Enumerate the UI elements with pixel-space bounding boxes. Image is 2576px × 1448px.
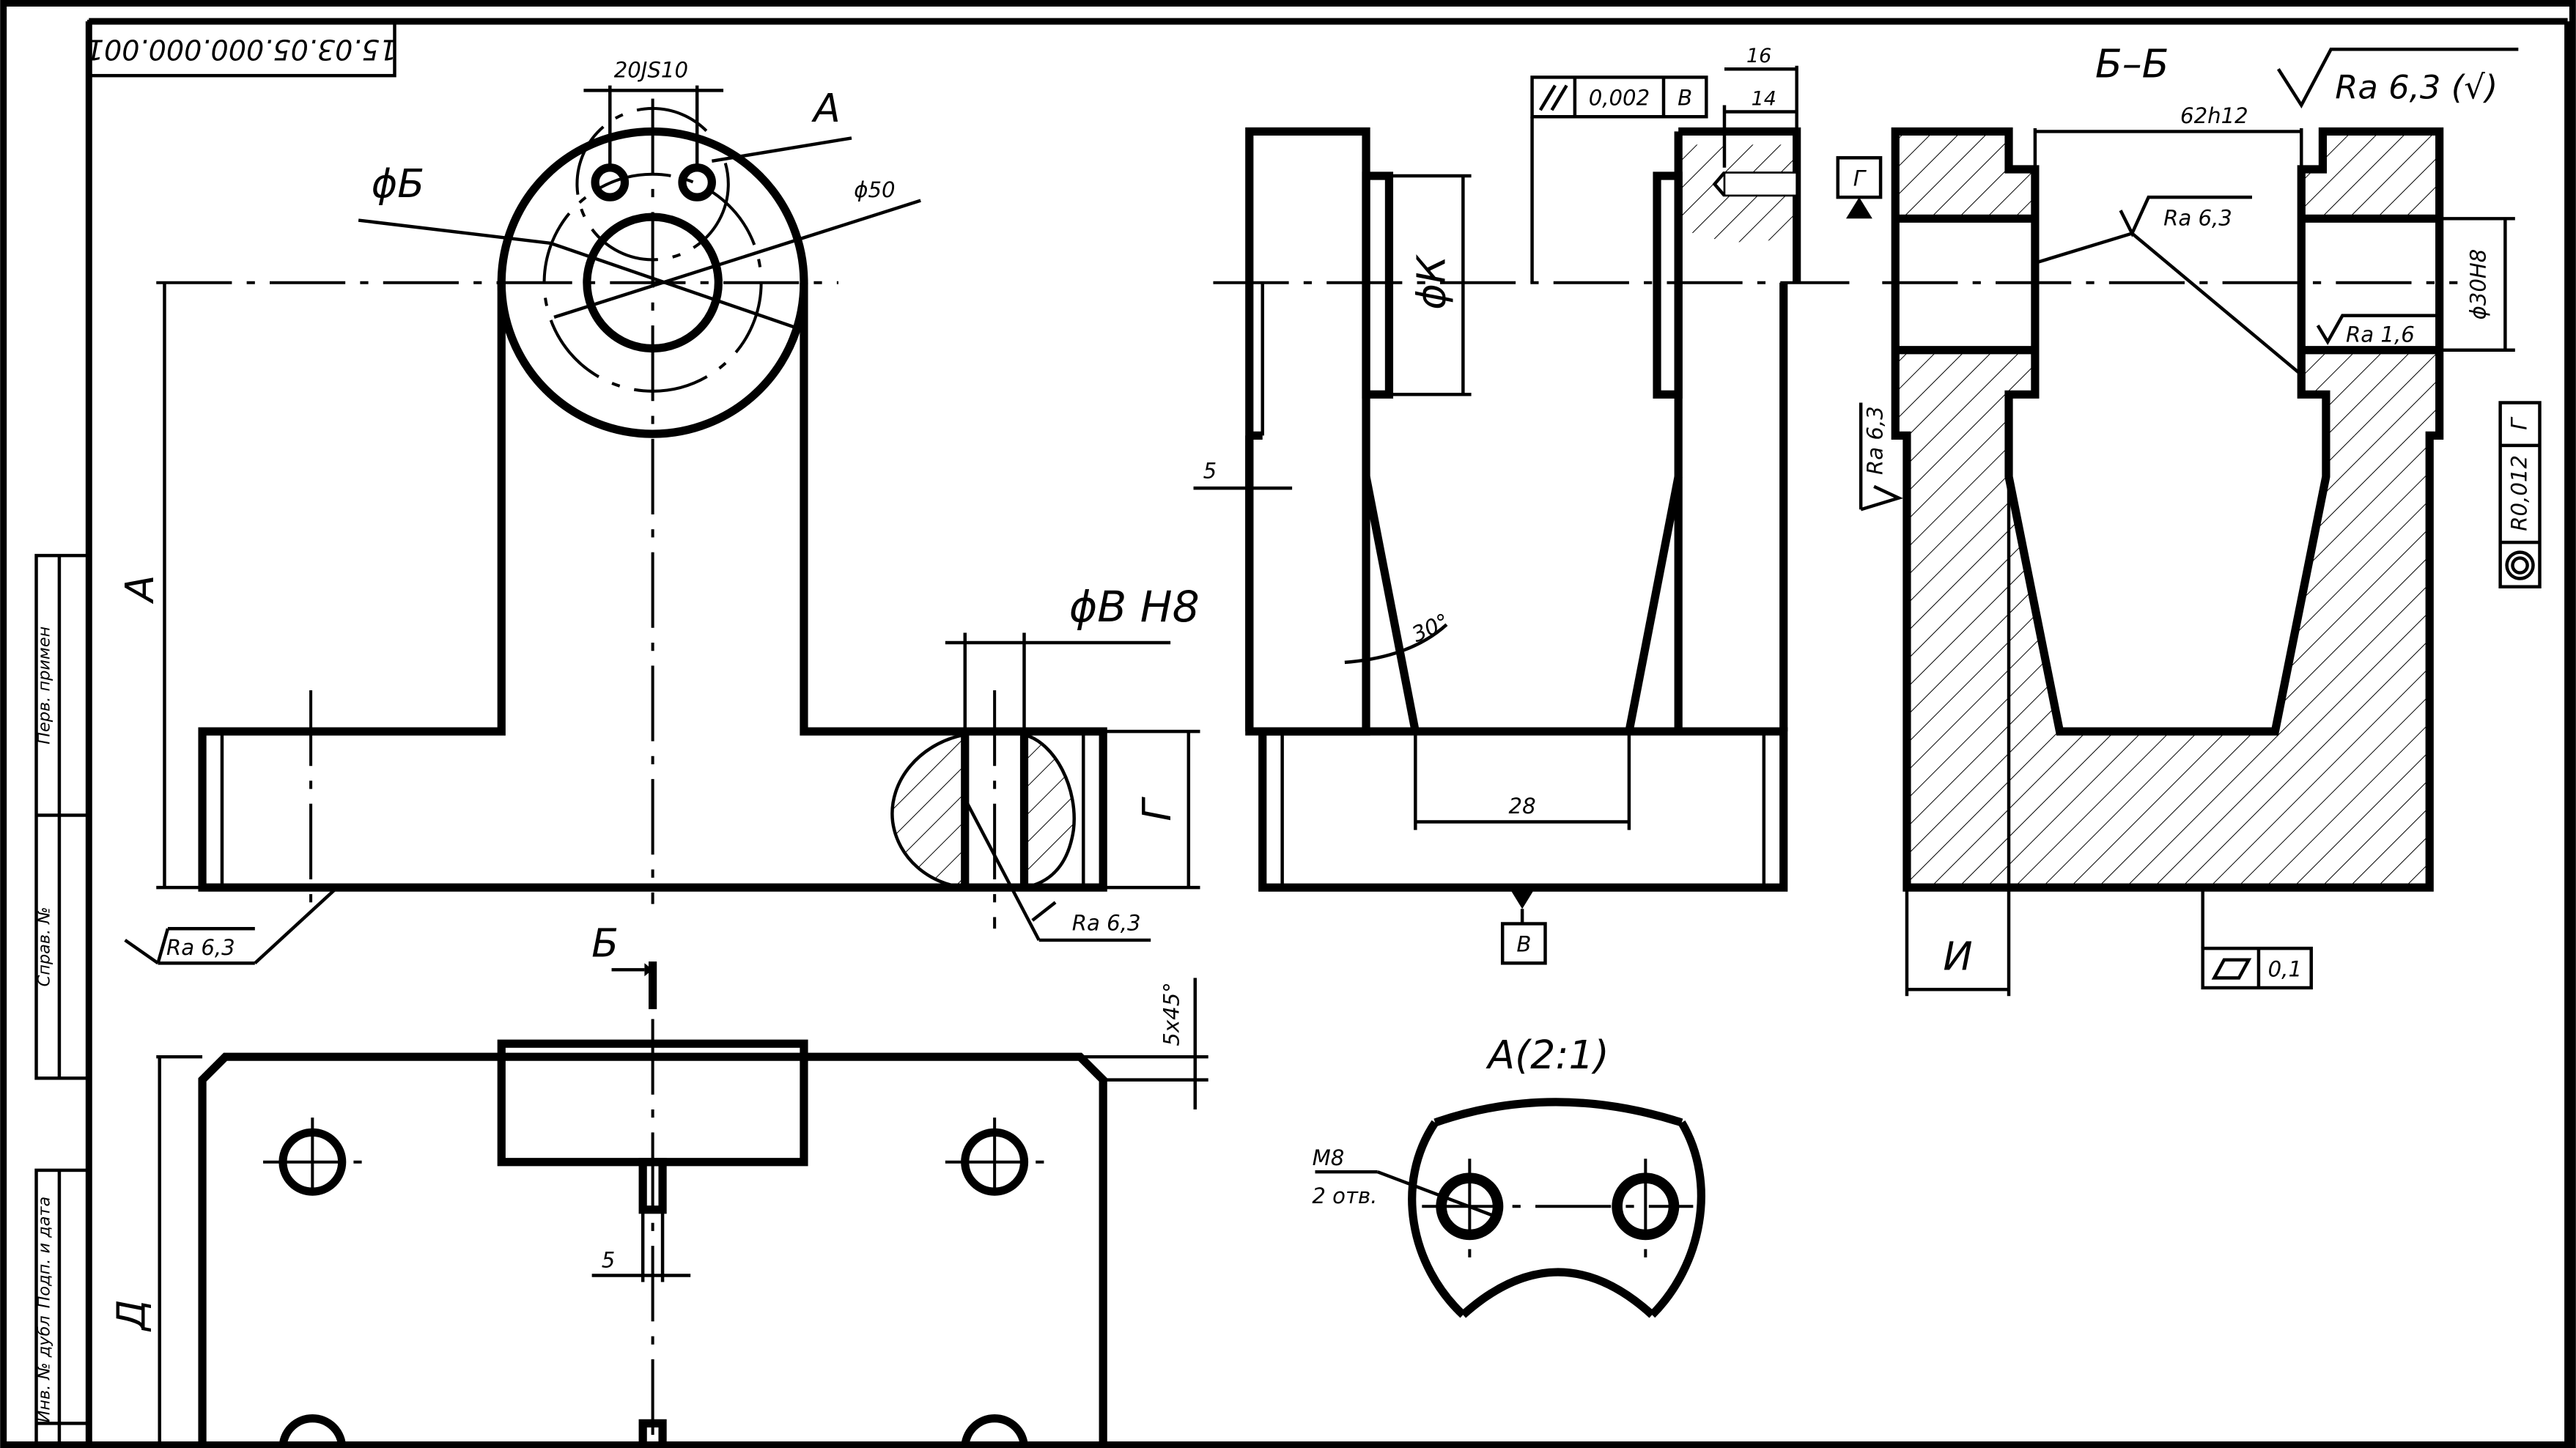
- ra-bore-surface: Ra 6,3: [1072, 910, 1141, 935]
- dim-dia-v: ϕВ H8: [1069, 582, 1200, 632]
- stamp-sprav-no: Справ. №: [34, 906, 53, 986]
- drawing-number-box: 15.03.05.000.000.001: [86, 19, 397, 78]
- dim-14: 14: [1752, 88, 1776, 111]
- dim-62h12: 62h12: [2180, 103, 2248, 128]
- dim-dia-50: ϕ50: [854, 177, 895, 202]
- ra-bottom-surface: Ra 6,3: [166, 935, 235, 960]
- dim-i: И: [1943, 933, 1972, 979]
- drawing-number: 15.03.05.000.000.001: [86, 34, 397, 66]
- plan-view: Б 5х45° 5 Д: [108, 920, 1208, 1448]
- dim-dia-k: ϕК: [1409, 254, 1455, 309]
- front-view: A 20JS10 A ϕБ ϕ50 ϕВ H8 Г Ra 6,3: [117, 57, 1200, 965]
- ra-bore-section: Ra 6,3: [2163, 205, 2232, 230]
- side-stamp: Перв. примен Справ. № Подп. и дата Инв. …: [34, 553, 91, 1448]
- dim-holes-spacing: 20JS10: [614, 57, 688, 82]
- dim-side-5: 5: [1203, 459, 1217, 484]
- ra-inner-section: Ra 1,6: [2346, 322, 2415, 347]
- ra-left-section: Ra 6,3: [1862, 406, 1887, 475]
- dim-plan-5: 5: [602, 1247, 616, 1272]
- dim-a-label: A: [117, 575, 163, 605]
- chamfer-label: 5х45°: [1159, 982, 1184, 1046]
- dim-dia-b: ϕБ: [372, 160, 424, 207]
- datum-g-label: Г: [1853, 166, 1867, 191]
- dim-16: 16: [1746, 45, 1771, 67]
- dim-d: Д: [108, 1299, 155, 1331]
- detail-thread: М8: [1313, 1145, 1345, 1170]
- dim-angle-30: 30°: [1408, 608, 1453, 647]
- runout-value: R0,012: [2507, 455, 2532, 531]
- stamp-inv-dubl: Инв. № дубл: [34, 1315, 53, 1422]
- runout-datum: Г: [2507, 416, 2532, 430]
- roughness-general: Ra 6,3 (√): [2335, 68, 2498, 107]
- parallelism-datum: В: [1678, 86, 1692, 111]
- parallelism-value: 0,002: [1589, 86, 1650, 111]
- stamp-perv-primen: Перв. примен: [34, 627, 53, 745]
- flatness-value: 0,1: [2268, 956, 2302, 981]
- detail-holes-count: 2 отв.: [1312, 1183, 1377, 1208]
- detail-title: A(2:1): [1486, 1032, 1609, 1078]
- section-title: Б–Б: [2095, 40, 2169, 86]
- datum-v-label: В: [1516, 932, 1531, 957]
- dim-28: 28: [1509, 794, 1536, 819]
- stamp-podp-data: Подп. и дата: [34, 1197, 53, 1309]
- dim-dia-30: ϕ30H8: [2465, 249, 2490, 320]
- dim-g: Г: [1134, 797, 1180, 821]
- section-view: Б–Б Ra 6,3 (√) 62h12 Ra 6,3 Ra 6,3 Ra 1,: [1859, 40, 2542, 997]
- detail-callout-a: A: [811, 85, 841, 131]
- side-view: 0,002 В 16 14 ϕК 5 30° 28 В Г: [1193, 45, 1883, 965]
- detail-view: A(2:1) М8 2 отв.: [1312, 1032, 1705, 1318]
- section-mark-b: Б: [591, 920, 619, 966]
